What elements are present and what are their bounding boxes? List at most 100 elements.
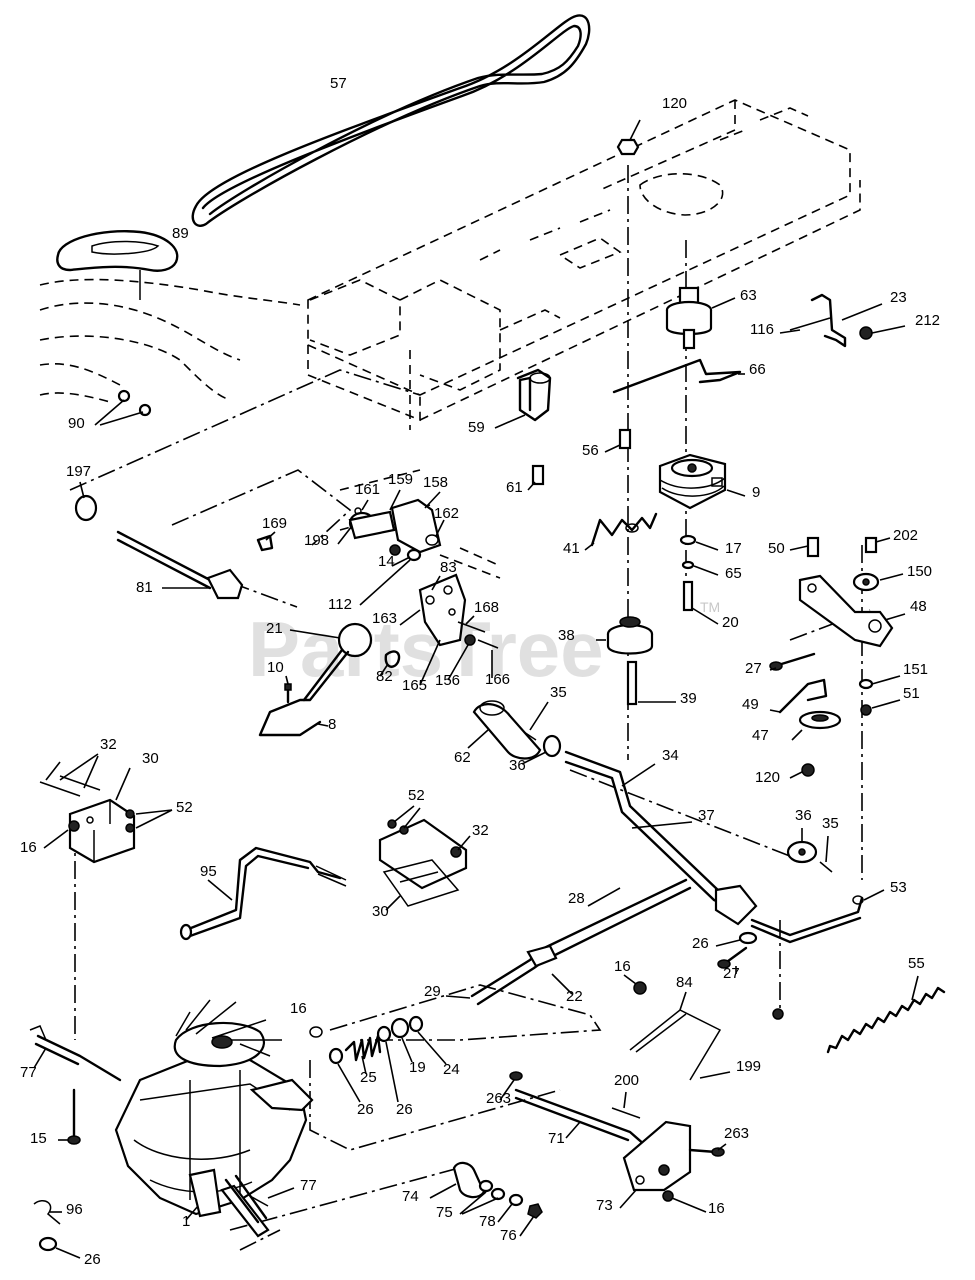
callout-26: 26: [357, 1101, 374, 1118]
callout-16: 16: [20, 839, 37, 856]
callout-56: 56: [582, 442, 599, 459]
part-34-37-rod: [564, 750, 758, 926]
part-25-spring: [344, 1034, 382, 1075]
callout-76: 76: [500, 1227, 517, 1244]
callout-151: 151: [903, 661, 928, 678]
part-56-bolt: [604, 428, 632, 453]
part-90-nuts: [94, 389, 152, 426]
part-14-washer: [391, 548, 422, 567]
part-263-bolt-upper: [499, 1071, 523, 1101]
callout-24: 24: [443, 1061, 460, 1078]
part-26-19-24-washers: [328, 1015, 447, 1103]
callout-158: 158: [423, 474, 448, 491]
callout-52: 52: [408, 787, 425, 804]
part-73-bracket: [619, 1120, 707, 1213]
callout-165: 165: [402, 677, 427, 694]
part-26-washer-bottom: [38, 1236, 81, 1259]
callout-59: 59: [468, 419, 485, 436]
part-17-washer: [679, 534, 719, 551]
callout-39: 39: [680, 690, 697, 707]
part-36-washer-upper: [521, 734, 562, 765]
callout-50: 50: [768, 540, 785, 557]
callout-16: 16: [290, 1000, 307, 1017]
part-163-clip: [399, 609, 421, 626]
part-1-transaxle: [114, 999, 314, 1238]
callout-89: 89: [172, 225, 189, 242]
part-158-bracket-group: [337, 469, 445, 556]
part-66-rod: [612, 358, 745, 394]
part-23-bracket: [779, 293, 906, 348]
callout-77: 77: [20, 1064, 37, 1081]
part-169-clip: [256, 531, 276, 552]
callout-49: 49: [742, 696, 759, 713]
callout-23: 23: [890, 289, 907, 306]
callout-29: 29: [424, 983, 441, 1000]
callout-32: 32: [100, 736, 117, 753]
part-26-washer-mid: [715, 931, 758, 947]
part-150-spacer: [852, 572, 904, 592]
callout-53: 53: [890, 879, 907, 896]
part-57-drive-belt: [191, 14, 591, 227]
callout-77: 77: [300, 1177, 317, 1194]
part-10-pin: [284, 675, 292, 704]
frame-assembly: [307, 99, 861, 430]
part-41-spring: [584, 512, 658, 551]
part-16-bolt-upper: [309, 1026, 323, 1038]
part-200-pin: [611, 1091, 641, 1119]
callout-263: 263: [724, 1125, 749, 1142]
center-axis-lines: [69, 165, 871, 1251]
callout-74: 74: [402, 1188, 419, 1205]
callout-26: 26: [84, 1251, 101, 1268]
part-15-bolt: [58, 1088, 81, 1145]
part-63-pulley-hub: [665, 286, 736, 350]
watermark-trademark: TM: [700, 599, 720, 615]
callout-120: 120: [755, 769, 780, 786]
callout-150: 150: [907, 563, 932, 580]
callout-30: 30: [372, 903, 389, 920]
callout-57: 57: [330, 75, 347, 92]
part-52-nuts-mid: [387, 805, 421, 835]
callout-120: 120: [662, 95, 687, 112]
part-112-link: [359, 559, 411, 606]
callout-30: 30: [142, 750, 159, 767]
callout-169: 169: [262, 515, 287, 532]
callout-14: 14: [378, 553, 395, 570]
part-82-clip: [379, 650, 401, 677]
part-47-idler-pulley: [791, 710, 842, 741]
part-27-bolt: [769, 652, 816, 671]
part-28-22-rods: [445, 878, 692, 1006]
callout-81: 81: [136, 579, 153, 596]
callout-263: 263: [486, 1090, 511, 1107]
part-20-bolt: [682, 580, 719, 625]
callout-9: 9: [752, 484, 760, 501]
part-48-idler-arm: [798, 574, 906, 648]
part-8-lever: [258, 648, 350, 737]
part-27-bolt-mid: [717, 946, 748, 974]
callout-15: 15: [30, 1130, 47, 1147]
part-59-bracket: [494, 368, 552, 429]
callout-27: 27: [723, 965, 740, 982]
part-74-sleeve: [429, 1161, 486, 1199]
part-83-bracket: [418, 547, 501, 647]
callout-52: 52: [176, 799, 193, 816]
part-61-bolt: [527, 464, 545, 491]
part-16-nut-left: [43, 820, 80, 849]
callout-19: 19: [409, 1059, 426, 1076]
callout-96: 96: [66, 1201, 83, 1218]
part-96-pin: [33, 1200, 62, 1225]
callout-26: 26: [396, 1101, 413, 1118]
callout-202: 202: [893, 527, 918, 544]
part-30-bracket-left: [45, 761, 136, 864]
part-77-axle-left: [29, 1025, 122, 1082]
part-263-bolt-lower: [688, 1143, 727, 1157]
callout-48: 48: [910, 598, 927, 615]
part-35-clip-lower: [819, 835, 833, 873]
callout-95: 95: [200, 863, 217, 880]
callout-16: 16: [614, 958, 631, 975]
part-36-washer-lower: [786, 828, 818, 864]
part-77-axle-right: [224, 1174, 295, 1224]
part-165-156-166-hardware: [419, 634, 499, 686]
part-71-shaft: [514, 1088, 648, 1148]
